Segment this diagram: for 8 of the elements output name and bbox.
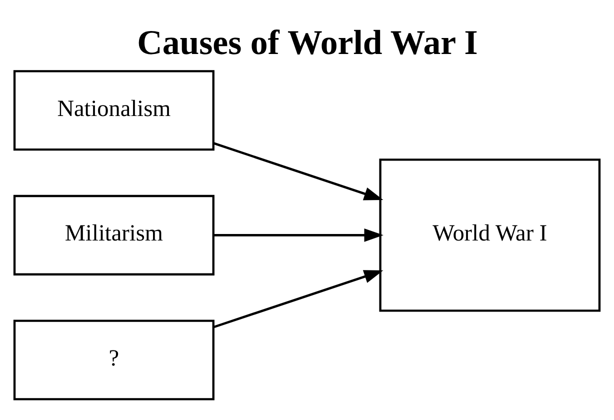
node-box: Nationalism <box>13 70 214 150</box>
node-box: Militarism <box>13 194 214 275</box>
arrow <box>213 270 384 328</box>
node-box: ? <box>13 319 214 400</box>
arrow <box>213 142 384 200</box>
node-box: World War I <box>379 158 601 312</box>
diagram-title: Causes of World War I <box>137 22 478 62</box>
arrow <box>213 228 384 242</box>
